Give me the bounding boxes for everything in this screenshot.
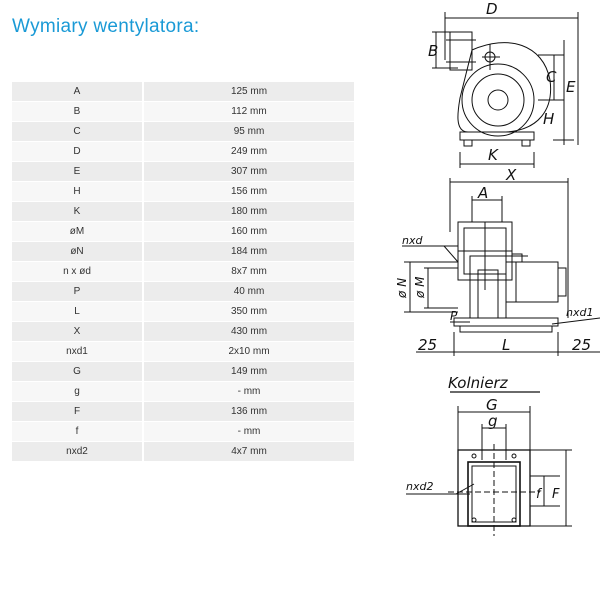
dimension-key: C [12,122,144,141]
dimension-label-P: P [450,309,458,323]
flange-caption: Kolnierz [448,374,509,392]
fan-technical-drawing: D B C E H K A X P L 25 25 G g f F nxd nx… [395,0,600,536]
dimension-key: g [12,382,144,401]
dimension-key: nxd2 [12,442,144,461]
dimension-label-K: K [488,146,499,164]
page-title: Wymiary wentylatora: [12,16,200,37]
dimension-value: - mm [144,382,354,401]
table-row: f- mm [12,422,354,441]
dimension-key: F [12,402,144,421]
fan-motor-view [402,178,600,356]
dimension-value: 184 mm [144,242,354,261]
dimension-value: 8x7 mm [144,262,354,281]
dimension-label-f: f [536,487,543,502]
dimension-key: øN [12,242,144,261]
dimension-label-C: C [546,68,557,86]
dimension-key: H [12,182,144,201]
dimension-key: f [12,422,144,441]
dimension-key: D [12,142,144,161]
dimension-label-right-25: 25 [572,336,591,354]
dimension-value: 180 mm [144,202,354,221]
dimension-label-nxd2: nxd2 [406,480,433,493]
dimension-label-N: ø N [395,278,409,299]
dimension-value: 40 mm [144,282,354,301]
dimension-label-M: ø M [413,276,427,299]
dimension-value: 125 mm [144,82,354,101]
dimension-label-nxd1: nxd1 [566,306,593,319]
dimension-value: - mm [144,422,354,441]
dimension-value: 350 mm [144,302,354,321]
dimension-key: K [12,202,144,221]
dimension-label-H: H [543,110,554,128]
fan-side-view [432,12,579,168]
table-row: g- mm [12,382,354,401]
dimension-label-left-25: 25 [418,336,437,354]
dimension-label-A: A [477,184,488,202]
dimension-value: 2x10 mm [144,342,354,361]
dimension-key: B [12,102,144,121]
dimension-key: n x ød [12,262,144,281]
dimension-label-nxd: nxd [402,234,423,247]
dimension-key: A [12,82,144,101]
dimension-label-F: F [552,487,560,502]
dimension-value: 4x7 mm [144,442,354,461]
dimension-value: 156 mm [144,182,354,201]
dimension-value: 160 mm [144,222,354,241]
dimension-label-G: G [486,396,498,414]
dimension-key: øM [12,222,144,241]
dimension-value: 95 mm [144,122,354,141]
dimension-label-g: g [488,412,498,430]
flange-view [406,391,572,536]
dimension-key: X [12,322,144,341]
dimension-value: 430 mm [144,322,354,341]
dimension-key: P [12,282,144,301]
dimension-label-L: L [502,336,510,354]
dimension-value: 249 mm [144,142,354,161]
dimension-value: 136 mm [144,402,354,421]
dimension-label-D: D [486,0,498,18]
dimension-label-E: E [566,78,576,96]
dimension-value: 112 mm [144,102,354,121]
dimension-value: 307 mm [144,162,354,181]
dimension-label-X: X [505,166,517,184]
dimension-key: nxd1 [12,342,144,361]
dimension-key: E [12,162,144,181]
dimension-value: 149 mm [144,362,354,381]
dimension-key: L [12,302,144,321]
dimension-key: G [12,362,144,381]
dimension-label-B: B [428,42,438,60]
